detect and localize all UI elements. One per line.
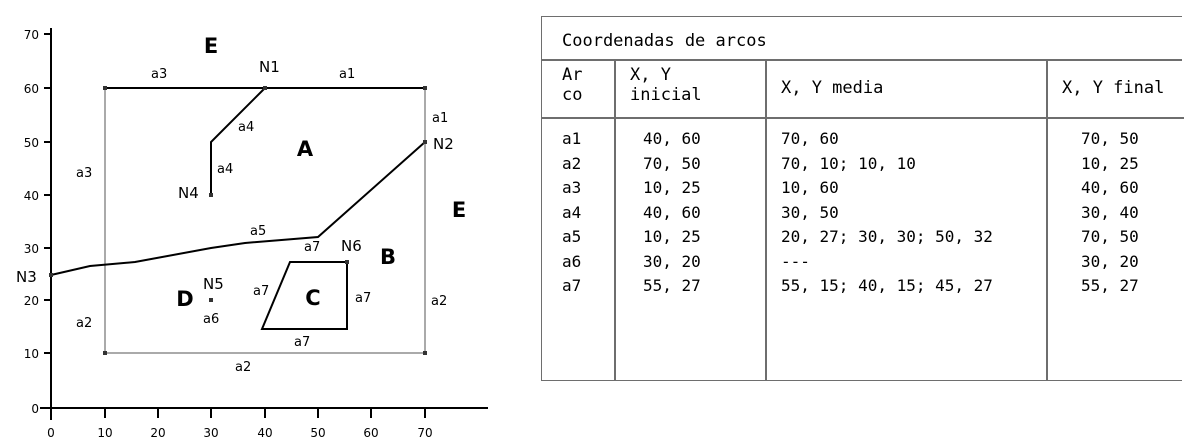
x-ticks	[50, 408, 426, 418]
table-cell: 70, 50	[643, 153, 701, 173]
x-tick-label: 40	[257, 426, 272, 439]
node-label-n1: N1	[259, 58, 280, 76]
column-header-arc: Ar co	[542, 61, 614, 119]
y-tick-labels: 70 60 50 40 30 20 10 0	[24, 28, 39, 416]
arc-labels: a3 a1 a1 a4 a4 a3 a5 a7 a7 a7 a7 a6 a2 a…	[76, 67, 448, 375]
table-cell: 10, 25	[1081, 153, 1139, 173]
table-cell: a1	[562, 129, 582, 148]
x-tick-label: 20	[150, 426, 165, 439]
arc-a7-line	[260, 261, 348, 330]
x-tick-label: 0	[47, 426, 55, 439]
table-cell: 20, 27; 30, 30; 50, 32	[781, 227, 993, 246]
table-cell: a5	[562, 227, 582, 246]
polygon-label-e-top: E	[204, 34, 218, 58]
table-cell: a6	[562, 251, 582, 271]
node-labels: N1 N2 N3 N4 N5 N6	[16, 58, 454, 293]
arc-label: a3	[76, 166, 92, 181]
column-header-final: X, Y final	[1048, 61, 1184, 119]
table-cell: 70, 60	[781, 129, 839, 148]
table-cell: 55, 27	[643, 276, 701, 295]
arc-node-diagram: 70 60 50 40 30 20 10 0 0 10 20 30 40 50 …	[16, 28, 488, 439]
node-label-n5: N5	[203, 275, 224, 293]
table-cell: a2	[562, 153, 582, 173]
polygon-label-c: C	[305, 286, 320, 310]
polygon-label-a: A	[297, 137, 314, 161]
y-tick-label: 0	[31, 402, 39, 416]
arc-label: a6	[203, 312, 219, 327]
table-cell: 10, 25	[643, 227, 701, 246]
arc-label: a2	[235, 360, 251, 375]
arc-label: a3	[151, 67, 167, 82]
node-label-n6: N6	[341, 237, 362, 255]
x-tick-label: 30	[203, 426, 218, 439]
outer-boundary	[104, 88, 426, 354]
arc-label: a7	[294, 335, 310, 350]
arc-label: a1	[432, 111, 448, 126]
table-cell: 30, 20	[643, 251, 701, 271]
table-cell: 30, 40	[1081, 202, 1139, 222]
column-xy-media: X, Y media 70, 60 70, 10; 10, 10 10, 60 30,…	[765, 61, 1048, 380]
y-tick-label: 40	[24, 189, 39, 203]
polygon-labels: E A E B C D	[176, 34, 466, 311]
x-tick-label: 70	[417, 426, 432, 439]
table-cell: 70, 50	[1081, 129, 1139, 148]
arc-label: a4	[238, 120, 254, 135]
node-markers	[49, 86, 427, 355]
x-tick-label: 60	[363, 426, 378, 439]
y-tick-label: 30	[24, 242, 39, 256]
column-arc: Ar co a1 a2 a3 a4 a5 a6 a7	[542, 61, 614, 380]
node-label-n2: N2	[433, 135, 454, 153]
table-cell: a7	[562, 276, 582, 295]
table-cell: a3	[562, 178, 582, 197]
table-cell: 30, 20	[1081, 251, 1139, 271]
column-header-inicial: X, Y inicial	[616, 61, 767, 119]
arc-label: a4	[217, 162, 233, 177]
arc-label: a2	[76, 316, 92, 331]
table-cell: 55, 27	[1081, 276, 1139, 295]
column-header-media: X, Y media	[767, 61, 1048, 119]
column-xy-final: X, Y final 70, 50 10, 25 40, 60 30, 40 70, 5…	[1046, 61, 1184, 380]
table-cell: 70, 10; 10, 10	[781, 153, 916, 173]
arc-a5-line	[50, 141, 426, 276]
table-cell: 40, 60	[643, 129, 701, 148]
x-tick-labels: 0 10 20 30 40 50 60 70	[47, 426, 432, 439]
table-title: Coordenadas de arcos	[542, 17, 1182, 61]
node-label-n3: N3	[16, 268, 37, 286]
polygon-label-e-right: E	[452, 198, 466, 222]
arc-label: a7	[253, 284, 269, 299]
arc-label: a5	[250, 224, 266, 239]
y-tick-label: 70	[24, 28, 39, 42]
coordinates-table: Coordenadas de arcos Ar co a1 a2 a3 a4 a5 a6 a…	[541, 16, 1184, 381]
polygon-label-d: D	[176, 287, 193, 311]
table-cell: ---	[781, 251, 810, 271]
x-tick-label: 50	[310, 426, 325, 439]
y-tick-label: 10	[24, 347, 39, 361]
table-cell: 10, 60	[781, 178, 839, 197]
arc-label: a7	[355, 291, 371, 306]
y-tick-label: 60	[24, 82, 39, 96]
x-tick-label: 10	[97, 426, 112, 439]
arc-label: a2	[431, 294, 447, 309]
table-cell: 70, 50	[1081, 227, 1139, 246]
column-xy-inicial: X, Y inicial 40, 60 70, 50 10, 25 40, 60 10,…	[614, 61, 767, 380]
table-cell: 40, 60	[643, 202, 701, 222]
table-cell: 55, 15; 40, 15; 45, 27	[781, 276, 993, 295]
y-tick-label: 20	[24, 294, 39, 308]
y-tick-label: 50	[24, 136, 39, 150]
table-cell: 10, 25	[643, 178, 701, 197]
table-cell: 40, 60	[1081, 178, 1139, 197]
arc-label: a1	[339, 67, 355, 82]
polygon-label-b: B	[380, 245, 396, 269]
table-cell: a4	[562, 202, 582, 222]
node-label-n4: N4	[178, 184, 199, 202]
arc-label: a7	[304, 240, 320, 255]
table-cell: 30, 50	[781, 202, 839, 222]
arc-a4-line	[210, 87, 266, 195]
y-ticks	[44, 33, 51, 409]
